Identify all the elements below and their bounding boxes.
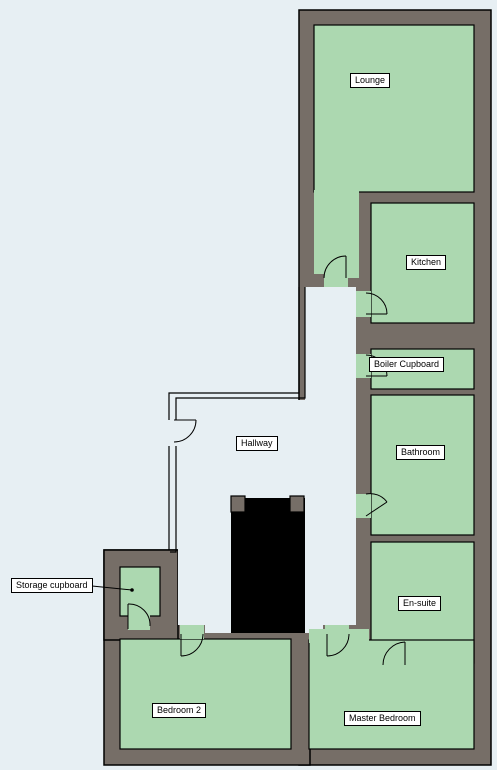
- bedroom-2-doorway: [180, 625, 204, 639]
- bathroom-doorway: [356, 494, 371, 518]
- bedroom-2-room: [119, 638, 292, 750]
- master-doorway: [325, 625, 349, 640]
- bedroom-2-door: [180, 633, 204, 657]
- master-bedroom-label: Master Bedroom: [344, 711, 421, 726]
- bathroom-label: Bathroom: [396, 445, 446, 460]
- bathroom-door: [365, 493, 388, 517]
- lounge-door: [323, 255, 347, 279]
- en-suite-door: [382, 641, 406, 666]
- lounge-room-lower: [314, 190, 359, 278]
- bathroom-room: [370, 394, 475, 536]
- boiler-cupboard-label: Boiler Cupboard: [369, 357, 445, 372]
- hallway-west-wall-outer: [168, 287, 300, 420]
- storage-cupboard-label: Storage cupboard: [11, 578, 93, 593]
- hallway-west-wall-lower: [170, 446, 177, 553]
- hallway-label: Hallway: [236, 436, 278, 451]
- bedroom-2-label: Bedroom 2: [152, 703, 207, 718]
- hallway-west-wall: [175, 287, 306, 420]
- hallway-floor: [178, 287, 356, 633]
- en-suite-label: En-suite: [398, 596, 442, 611]
- storage-room-lower: [128, 614, 150, 630]
- master-bedroom-room: [308, 639, 475, 750]
- en-suite-doorway: [383, 660, 406, 670]
- lounge-doorway: [324, 278, 348, 287]
- stairs-post-right: [289, 495, 305, 513]
- lounge-label: Lounge: [350, 73, 391, 88]
- kitchen-doorway: [356, 291, 371, 317]
- hallway-door: [173, 419, 197, 443]
- storage-label-leader: [91, 585, 133, 591]
- boiler-doorway: [356, 354, 371, 378]
- master-door: [326, 633, 350, 657]
- lounge-room: [313, 24, 475, 193]
- storage-room: [119, 566, 161, 617]
- storage-label-dot: [130, 588, 134, 592]
- storage-door: [127, 603, 151, 629]
- kitchen-label: Kitchen: [406, 255, 447, 270]
- stairs-block: [231, 498, 305, 633]
- kitchen-door: [365, 292, 388, 315]
- stairs-post-left: [230, 495, 246, 513]
